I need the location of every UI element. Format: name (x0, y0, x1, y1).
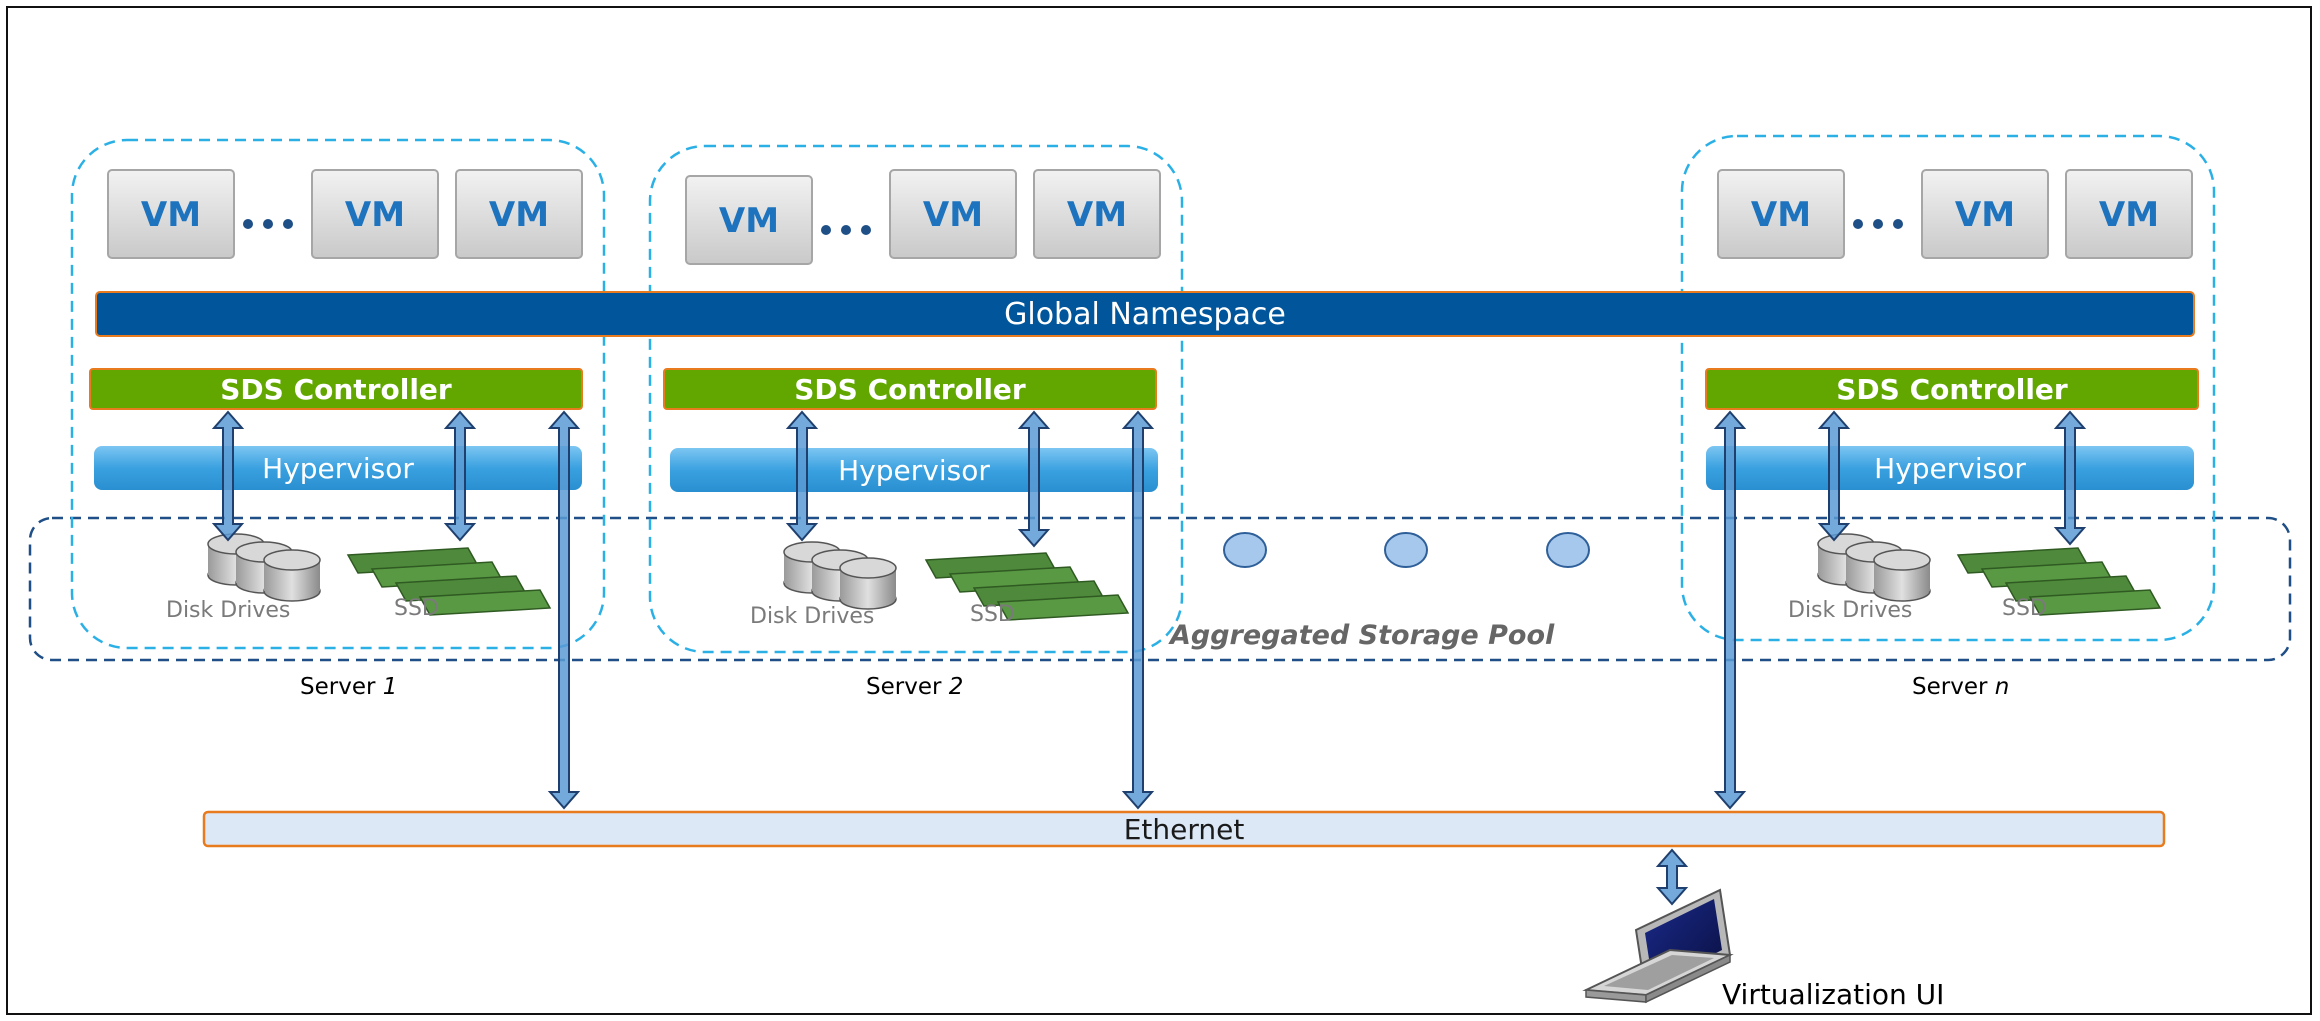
sds-controller-bar-1 (89, 368, 583, 410)
sds-controller-label: SDS Controller (220, 372, 452, 406)
vm-box (1033, 169, 1161, 259)
server-1-label: Server 1 (300, 674, 397, 700)
double-arrow (1017, 410, 1051, 548)
ethernet-label: Ethernet (1123, 812, 1245, 846)
server-n-outline (1680, 134, 2216, 642)
double-arrow (547, 410, 581, 810)
ellipsis-dot (243, 219, 253, 229)
vm-group-server-1: VM VM VM (107, 169, 583, 259)
ellipsis-dot (1873, 219, 1883, 229)
double-arrow (2053, 410, 2087, 546)
ellipsis-dot (841, 225, 851, 235)
ssd-label: SSD (394, 596, 439, 621)
vm-group-server-2: VM VM VM (685, 169, 1161, 265)
ellipsis-dot (263, 219, 273, 229)
disk-drives-label: Disk Drives (1788, 598, 1913, 623)
vm-label: VM (719, 201, 779, 241)
pool-ellipsis-dot (1223, 532, 1267, 568)
ellipsis-dot (1853, 219, 1863, 229)
vm-box (1717, 169, 1845, 259)
double-arrow (443, 410, 477, 542)
disk-drives-label: Disk Drives (166, 598, 291, 623)
virtualization-ui-label: Virtualization UI (1722, 978, 1945, 1011)
vm-group-server-n: VM VM VM (1717, 169, 2193, 259)
server-number: 2 (948, 674, 964, 700)
ellipsis-dot (1893, 219, 1903, 229)
vm-box (1921, 169, 2049, 259)
ssd-label: SSD (2002, 596, 2047, 621)
double-arrow (1121, 410, 1155, 810)
aggregated-storage-pool-label: Aggregated Storage Pool (1170, 620, 1555, 651)
ssd-icon (1956, 547, 2162, 616)
vm-label: VM (1751, 195, 1811, 235)
vm-box (311, 169, 439, 259)
server-prefix: Server (1912, 674, 1995, 700)
ethernet-bar (202, 810, 2166, 848)
double-arrow (785, 410, 819, 542)
server-number: n (1994, 674, 2010, 700)
vm-box (455, 169, 583, 259)
server-prefix: Server (300, 674, 383, 700)
vm-box (2065, 169, 2193, 259)
global-namespace-label: Global Namespace (1004, 296, 1286, 332)
global-namespace-bar (95, 291, 2195, 337)
vm-box (685, 175, 813, 265)
sds-controller-bar-n (1705, 368, 2199, 410)
ssd-icon (346, 547, 552, 616)
double-arrow (1817, 410, 1851, 542)
hypervisor-label: Hypervisor (262, 451, 414, 485)
ssd-icon (924, 552, 1130, 621)
disk-drives-icon (783, 541, 897, 610)
diagram-frame (6, 6, 2312, 1015)
ssd-label: SSD (970, 602, 1015, 627)
vm-label: VM (1067, 195, 1127, 235)
laptop-icon (1582, 888, 1734, 1004)
double-arrow (1655, 848, 1689, 906)
double-arrow (211, 410, 245, 542)
vm-label: VM (2099, 195, 2159, 235)
vm-label: VM (1955, 195, 2015, 235)
vm-box (889, 169, 1017, 259)
ellipsis-dot (861, 225, 871, 235)
disk-drives-label: Disk Drives (750, 604, 875, 629)
vm-label: VM (141, 195, 201, 235)
server-number: 1 (382, 674, 398, 700)
ellipsis-dot (821, 225, 831, 235)
server-2-label: Server 2 (866, 674, 963, 700)
server-prefix: Server (866, 674, 949, 700)
vm-label: VM (489, 195, 549, 235)
pool-ellipsis-dot (1546, 532, 1590, 568)
sds-controller-label: SDS Controller (794, 372, 1026, 406)
sds-controller-label: SDS Controller (1836, 372, 2068, 406)
disk-drives-icon (207, 533, 321, 602)
storage-pool-outline (28, 516, 2292, 662)
vm-label: VM (923, 195, 983, 235)
vm-box (107, 169, 235, 259)
pool-ellipsis-dot (1384, 532, 1428, 568)
disk-drives-icon (1817, 533, 1931, 602)
sds-controller-bar-2 (663, 368, 1157, 410)
server-n-label: Server n (1912, 674, 2009, 700)
ellipsis-dot (283, 219, 293, 229)
server-2-outline (648, 144, 1184, 654)
server-1-outline (70, 138, 606, 650)
connection-arrows (211, 410, 2087, 906)
hypervisor-label: Hypervisor (1874, 451, 2026, 485)
double-arrow (1713, 410, 1747, 810)
hypervisor-label: Hypervisor (838, 453, 990, 487)
vm-label: VM (345, 195, 405, 235)
